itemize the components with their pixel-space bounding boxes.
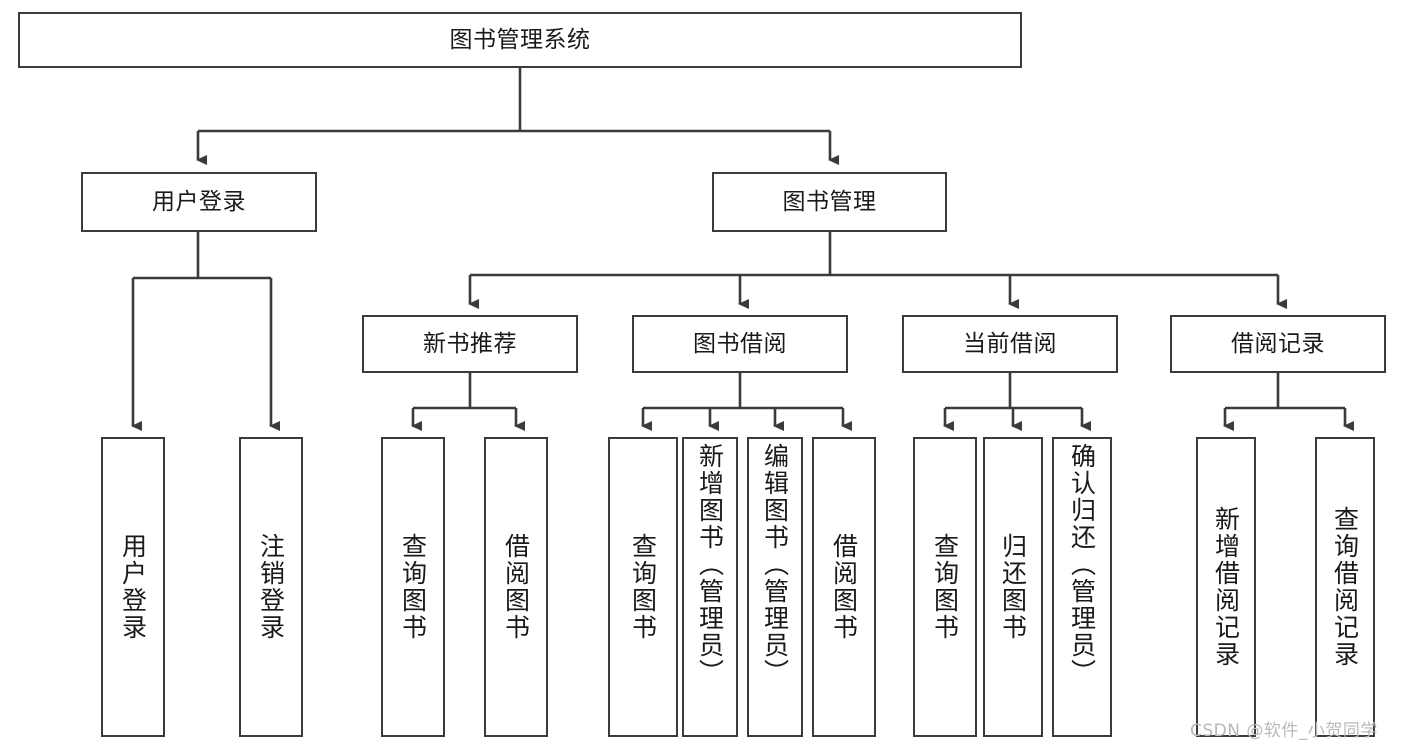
leaf-borrow-book-recommend[interactable]: 借阅图书 [484, 437, 548, 737]
leaf-edit-book-admin[interactable]: 编辑图书（管理员） [747, 437, 803, 737]
node-book-management[interactable]: 图书管理 [712, 172, 947, 232]
node-book-borrow[interactable]: 图书借阅 [632, 315, 848, 373]
node-label: 图书借阅 [693, 330, 787, 357]
node-current-borrow[interactable]: 当前借阅 [902, 315, 1118, 373]
leaf-query-book-current[interactable]: 查询图书 [913, 437, 977, 737]
node-label: 当前借阅 [963, 330, 1057, 357]
node-label: 图书管理 [782, 188, 877, 215]
leaf-query-book-recommend[interactable]: 查询图书 [381, 437, 445, 737]
node-label: 新书推荐 [423, 330, 517, 357]
leaf-borrow-book[interactable]: 借阅图书 [812, 437, 876, 737]
node-label: 查询图书 [930, 533, 960, 641]
leaf-add-book-admin[interactable]: 新增图书（管理员） [682, 437, 738, 737]
leaf-add-borrow-record[interactable]: 新增借阅记录 [1196, 437, 1256, 737]
node-label: 查询图书 [628, 533, 658, 641]
node-label: 查询图书 [398, 533, 428, 641]
node-label: 借阅记录 [1231, 330, 1325, 357]
node-borrow-records[interactable]: 借阅记录 [1170, 315, 1386, 373]
leaf-query-borrow-record[interactable]: 查询借阅记录 [1315, 437, 1375, 737]
node-label: 用户登录 [118, 533, 148, 641]
node-label: 归还图书 [998, 533, 1028, 641]
node-label: 查询借阅记录 [1330, 506, 1360, 668]
leaf-user-logout[interactable]: 注销登录 [239, 437, 303, 737]
leaf-query-book-borrow[interactable]: 查询图书 [608, 437, 678, 737]
node-label: 用户登录 [152, 188, 246, 215]
leaf-confirm-return-admin[interactable]: 确认归还（管理员） [1052, 437, 1112, 737]
leaf-return-book[interactable]: 归还图书 [983, 437, 1043, 737]
node-user-login[interactable]: 用户登录 [81, 172, 317, 232]
node-label: 借阅图书 [829, 533, 859, 641]
node-label: 确认归还（管理员） [1067, 443, 1097, 686]
leaf-user-login[interactable]: 用户登录 [101, 437, 165, 737]
node-label: 编辑图书（管理员） [760, 443, 790, 686]
node-label: 新增图书（管理员） [695, 443, 725, 686]
node-label: 借阅图书 [501, 533, 531, 641]
node-label: 图书管理系统 [449, 26, 591, 53]
node-label: 注销登录 [256, 533, 286, 641]
node-label: 新增借阅记录 [1211, 506, 1241, 668]
node-root-system[interactable]: 图书管理系统 [18, 12, 1022, 68]
csdn-watermark: CSDN @软件_小贺同学 [1190, 721, 1378, 741]
node-new-book-recommend[interactable]: 新书推荐 [362, 315, 578, 373]
